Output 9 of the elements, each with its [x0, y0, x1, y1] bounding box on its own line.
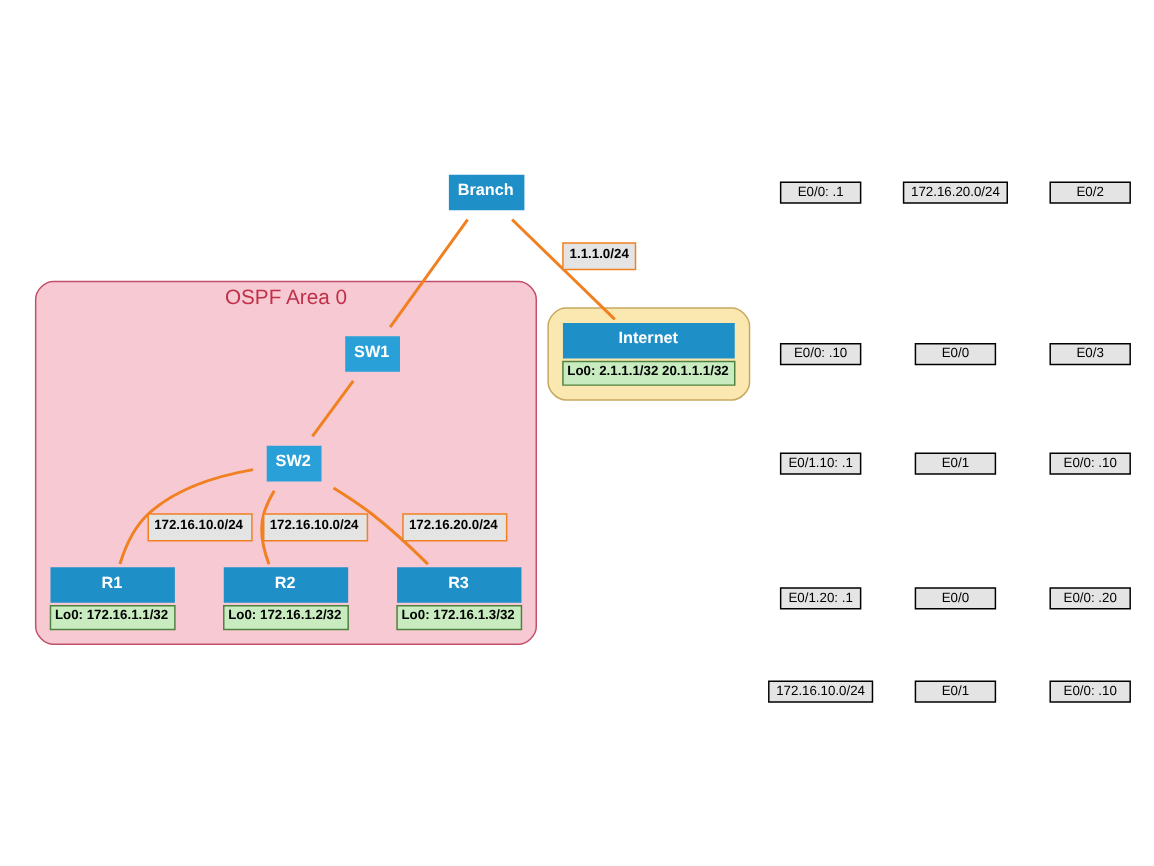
connector: [332, 485, 429, 565]
connector: [260, 489, 276, 564]
connector: [311, 378, 355, 437]
node-box: SW2: [266, 444, 322, 481]
node-box: Branch: [448, 173, 525, 210]
cluster: [547, 306, 751, 400]
connector: [388, 217, 469, 327]
node-box: SW1: [345, 335, 400, 371]
connector: [511, 217, 616, 320]
